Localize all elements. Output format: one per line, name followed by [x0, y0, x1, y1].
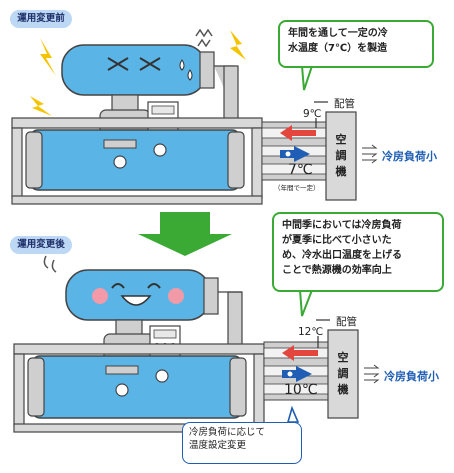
callout-line: め、冷水出口温度を上げる: [282, 250, 402, 261]
before-outlet-note: （年間で一定）: [274, 184, 320, 192]
motion-mark-icon: [43, 255, 57, 273]
return-water-arrow: [282, 345, 318, 361]
ahu-before: [325, 111, 357, 201]
smiling-face-icon: [92, 283, 184, 306]
after-ahu-char: 空: [337, 351, 349, 364]
before-outlet-temp: 7℃: [288, 162, 313, 178]
after-supply-temp: 12℃: [298, 326, 324, 338]
before-ahu-char: 機: [335, 165, 347, 178]
before-pipe-label: 配管: [334, 98, 355, 110]
airflow-arrows-before: [362, 144, 378, 164]
after-pipe-label: 配管: [336, 316, 357, 328]
callout-line: 温度設定変更: [189, 440, 247, 451]
sweat-drop-icon: [179, 59, 193, 81]
supply-water-arrow: [280, 146, 310, 162]
callout-line: が夏季に比べて小さいた: [282, 235, 392, 246]
chiller-before: [11, 28, 263, 205]
lightning-icon: [30, 96, 52, 116]
callout-line: 水温度（7℃）を製造: [288, 43, 388, 54]
before-callout: 年間を通して一定の冷 水温度（7℃）を製造: [278, 20, 434, 68]
x-eyes-icon: [107, 57, 161, 71]
lightning-icon: [40, 38, 56, 76]
callout-line: 年間を通して一定の冷: [288, 28, 388, 39]
chiller-after: [13, 255, 265, 433]
after-badge: 運用変更後: [10, 236, 72, 254]
pipe-section-after: [263, 319, 330, 401]
after-ahu-char: 調: [337, 367, 349, 380]
callout-line: 冷房負荷に応じて: [189, 427, 266, 438]
lightning-icon: [230, 30, 246, 60]
before-badge: 運用変更前: [10, 10, 72, 28]
before-supply-temp: 9℃: [303, 108, 322, 120]
callout-line: 中間季においては冷房負荷: [282, 220, 402, 231]
callout-line: ことで熱源機の効率向上: [282, 265, 392, 276]
after-callout: 中間季においては冷房負荷 が夏季に比べて小さいた め、冷水出口温度を上げる こと…: [272, 212, 444, 292]
after-load-label: 冷房負荷小: [384, 370, 439, 383]
transition-arrow: [138, 212, 232, 256]
after-ahu-char: 機: [337, 383, 349, 396]
before-load-label: 冷房負荷小: [382, 150, 437, 163]
stress-mark-icon: [195, 28, 213, 48]
before-ahu-char: 空: [335, 133, 347, 146]
airflow-arrows-after: [364, 364, 380, 384]
setting-change-callout: 冷房負荷に応じて 温度設定変更: [182, 422, 302, 464]
before-ahu-char: 調: [335, 149, 347, 162]
supply-water-arrow: [282, 366, 312, 382]
after-outlet-temp: 10℃: [284, 382, 318, 398]
ahu-after: [327, 329, 359, 419]
pipe-section-before: [261, 101, 328, 181]
return-water-arrow: [280, 125, 316, 141]
